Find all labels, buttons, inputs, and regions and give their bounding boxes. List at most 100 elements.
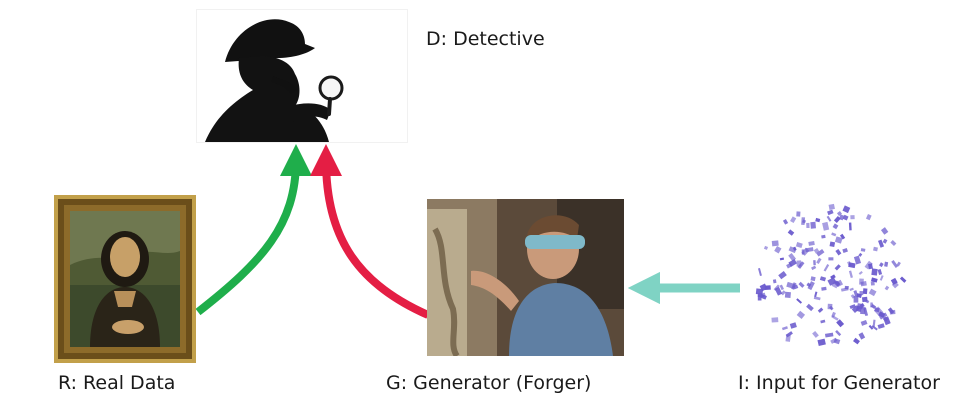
noise-particle [831, 232, 837, 237]
noise-particle [842, 248, 848, 254]
generator-label: G: Generator (Forger) [386, 372, 592, 394]
noise-particle [865, 299, 870, 304]
noise-particle [779, 257, 785, 261]
noise-particle [813, 260, 816, 266]
noise-particle [786, 281, 796, 289]
noise-particle [849, 287, 854, 292]
forger-photo-icon [427, 199, 624, 356]
detective-image [197, 10, 407, 142]
noise-particle [832, 223, 839, 230]
noise-particle [840, 287, 849, 292]
noise-particle [813, 296, 821, 301]
real-data-label: R: Real Data [58, 372, 176, 394]
noise-particle [792, 246, 797, 251]
noise-particle [884, 285, 890, 291]
noise-particle [835, 248, 842, 256]
noise-particle [831, 311, 836, 318]
noise-particle [784, 291, 791, 298]
noise-particle [757, 267, 762, 277]
noise-particle [795, 242, 803, 249]
noise-particle [816, 257, 822, 264]
noise-particle [789, 322, 797, 329]
noise-particle [773, 284, 780, 291]
generator-to-detective-arrow [310, 144, 430, 319]
noise-particle [877, 323, 885, 329]
noise-particle [872, 319, 876, 328]
noise-particle [826, 215, 832, 222]
noise-particle [853, 295, 859, 303]
noise-particle [801, 217, 806, 226]
noise-particle [879, 262, 884, 268]
noise-particle [858, 271, 863, 275]
noise-particle [807, 281, 815, 291]
noise-particle [860, 248, 866, 252]
noise-particle [771, 317, 779, 323]
noise-particle [860, 281, 867, 287]
noise-particle [780, 290, 786, 296]
noise-particle [757, 294, 765, 298]
noise-particle [796, 310, 806, 320]
noise-particle [834, 236, 843, 244]
noise-particle [834, 264, 841, 271]
noise-particle [890, 240, 897, 247]
noise-particle [755, 288, 764, 295]
noise-particle [771, 240, 779, 247]
noise-particle [842, 214, 849, 221]
noise-particle [880, 227, 889, 235]
detective-silhouette-icon [205, 19, 344, 142]
noise-particle [864, 260, 873, 270]
noise-particle [810, 276, 816, 282]
noise-particle [858, 332, 866, 340]
real-data-painting [54, 195, 196, 363]
noise-particle [787, 229, 795, 236]
noise-particle [778, 270, 787, 280]
noise-particle [828, 203, 835, 210]
noise-particle [830, 337, 838, 344]
noise-particle [878, 239, 885, 248]
noise-particle [850, 215, 855, 220]
noise-particle [842, 205, 851, 214]
noise-particle [848, 270, 853, 278]
noise-particle [851, 305, 860, 313]
noise-particle [824, 332, 834, 338]
noise-particle [889, 309, 896, 315]
noise-particle [779, 284, 784, 291]
noise-particle [817, 338, 826, 347]
noise-particle [821, 234, 826, 239]
noise-particle [871, 325, 878, 331]
noise-particle [781, 326, 788, 331]
noise-particle [879, 312, 888, 320]
noise-particle [782, 219, 789, 225]
noise-particle [882, 238, 888, 244]
noise-particle [859, 291, 864, 296]
noise-particle [759, 283, 768, 292]
noise-particle [812, 330, 819, 338]
noise-particle [821, 286, 827, 291]
noise-particle [793, 284, 799, 290]
noise-particle [848, 262, 856, 269]
noise-particle [806, 222, 810, 229]
noise-particle [788, 258, 797, 267]
noise-particle [899, 276, 907, 283]
noise-particle [891, 281, 899, 289]
noise-particle [763, 245, 769, 250]
noise-particle [873, 246, 878, 252]
noise-particle [870, 281, 875, 286]
noise-particle [823, 264, 830, 272]
input-noise-sphere [744, 198, 916, 358]
noise-particle [839, 233, 846, 240]
noise-particle [811, 265, 817, 271]
noise-particle [790, 216, 797, 224]
noise-particle [835, 330, 842, 337]
noise-particle [868, 324, 874, 330]
noise-particle [884, 261, 889, 267]
noise-particle [853, 337, 860, 345]
real-to-detective-arrow [195, 144, 312, 316]
noise-particle [879, 275, 884, 281]
noise-particle [868, 288, 877, 297]
noise-particle [877, 268, 883, 276]
noise-particle [774, 245, 782, 254]
noise-particle [828, 257, 834, 261]
noise-particle [810, 221, 816, 229]
noise-particle [817, 307, 824, 313]
